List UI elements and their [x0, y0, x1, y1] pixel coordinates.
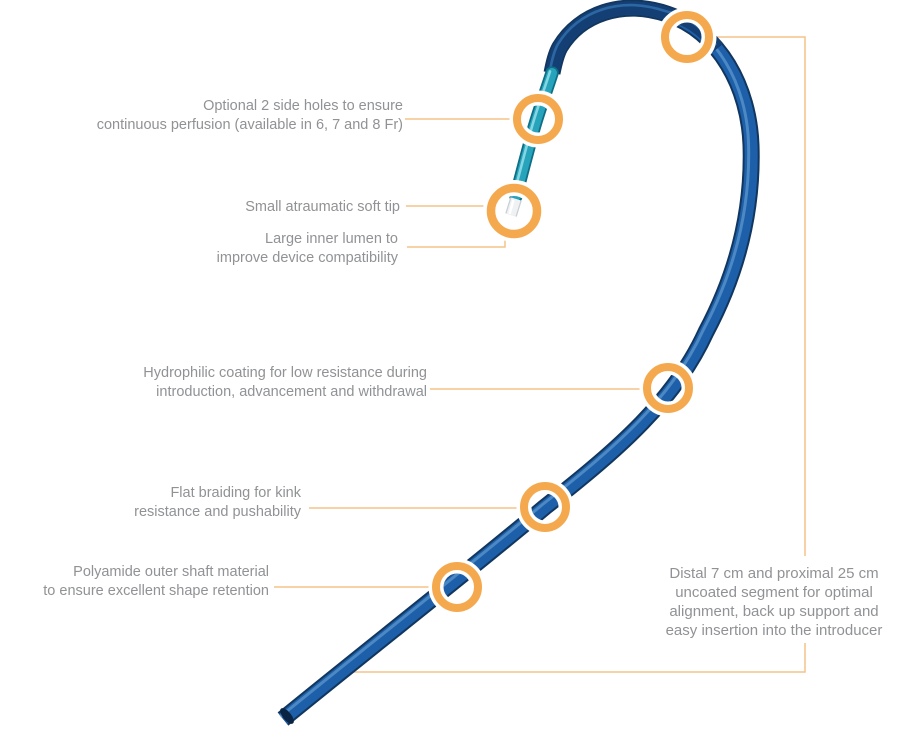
label-hydrophilic: Hydrophilic coating for low resistance d… [143, 365, 427, 400]
feature-ring-side-holes-icon [513, 94, 563, 144]
leader-lines-group [274, 36, 806, 673]
soft-tip-highlight [508, 199, 515, 215]
leader-inner-lumen [407, 236, 506, 248]
leader-uncoated-top [713, 36, 806, 556]
label-uncoated: Distal 7 cm and proximal 25 cm uncoated … [665, 565, 883, 639]
feature-ring-hydrophilic-icon [643, 363, 693, 413]
label-side-holes: Optional 2 side holes to ensure continuo… [96, 98, 403, 133]
feature-rings [432, 11, 713, 612]
feature-ring-polyamide-icon [432, 562, 482, 612]
feature-ring-uncoated-icon [661, 11, 713, 63]
tip-segment-highlight [512, 70, 552, 196]
soft-tip [506, 197, 521, 217]
label-soft-tip: Small atraumatic soft tip [245, 199, 400, 215]
leader-uncoated-bottom [348, 643, 806, 673]
label-polyamide: Polyamide outer shaft material to ensure… [43, 564, 269, 599]
ring-halos [428, 7, 717, 616]
tip-segment [511, 68, 557, 201]
catheter-end-cap [280, 708, 294, 724]
label-braiding: Flat braiding for kink resistance and pu… [134, 485, 301, 520]
feature-ring-soft-tip-icon [486, 183, 542, 239]
label-inner-lumen: Large inner lumen to improve device comp… [216, 231, 398, 266]
feature-ring-braiding-icon [520, 482, 570, 532]
